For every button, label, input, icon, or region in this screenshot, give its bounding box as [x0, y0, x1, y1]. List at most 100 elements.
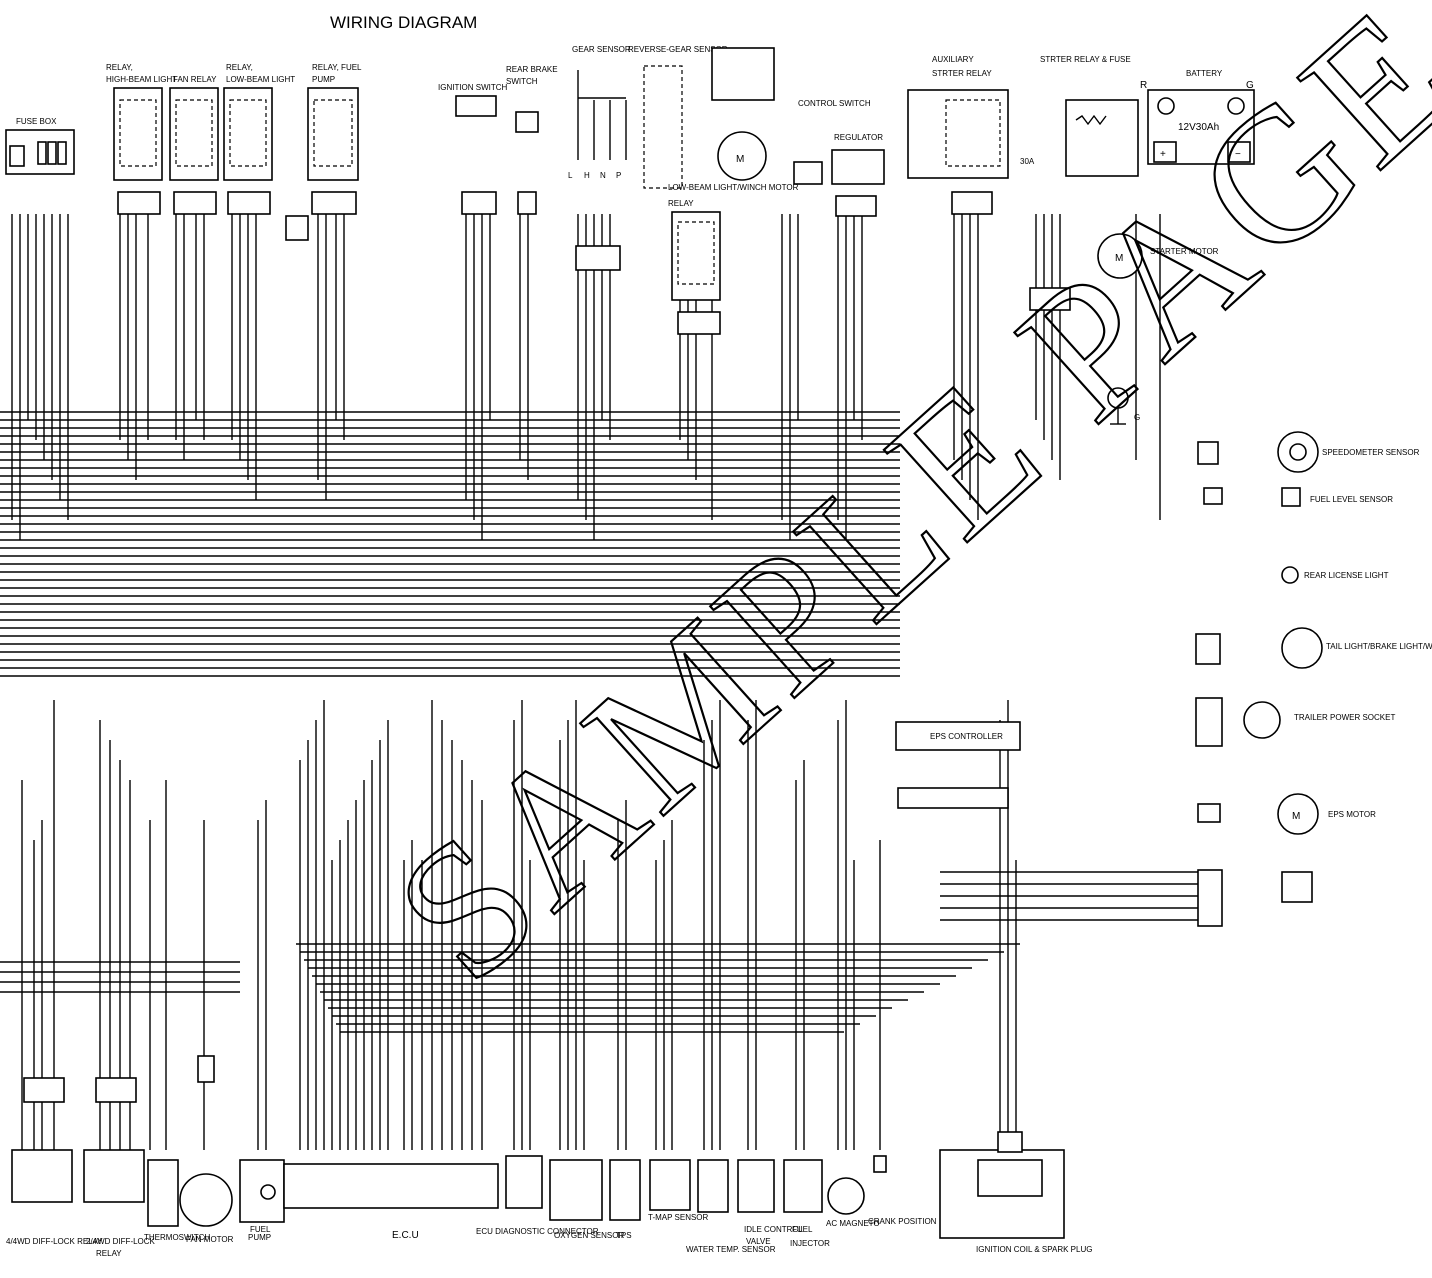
- fuel-injector-label-2: INJECTOR: [790, 1239, 830, 1248]
- battery-label: BATTERY: [1186, 69, 1223, 78]
- horizontal-wire-bus: [0, 411, 1200, 1033]
- thermoswitch: THERMOSWITCH: [144, 1159, 210, 1242]
- ecu-diagnostic-label: ECU DIAGNOSTIC CONNECTOR: [476, 1227, 599, 1236]
- gear-sensor-label: GEAR SENSOR: [572, 45, 631, 54]
- fan-motor: FAN MOTOR: [179, 1055, 234, 1244]
- ignition-coil-label: IGNITION COIL & SPARK PLUG: [976, 1245, 1092, 1254]
- relay-2wd-label-1: 2/4WD DIFF-LOCK: [86, 1237, 156, 1246]
- starter-motor-m: M: [1115, 253, 1123, 264]
- idle-valve-label-2: VALVE: [746, 1237, 771, 1246]
- rear-license-light: REAR LICENSE LIGHT: [1281, 566, 1389, 584]
- oxygen-sensor: OXYGEN SENSOR: [549, 1159, 624, 1240]
- eps-controller: EPS CONTROLLER: [895, 721, 1021, 809]
- winch-motor-m: M: [736, 154, 744, 165]
- tps-label: TPS: [616, 1231, 632, 1240]
- fuse-30a-label: 30A: [1020, 157, 1035, 166]
- relay-2wd: 2/4WD DIFF-LOCK RELAY: [83, 1077, 156, 1258]
- fuel-injector: FUEL INJECTOR: [783, 1159, 830, 1248]
- eps-motor-m: M: [1292, 811, 1300, 822]
- relay-low-beam-label-1: RELAY,: [226, 63, 253, 72]
- rear-brake-switch-label-1: REAR BRAKE: [506, 65, 558, 74]
- rear-brake-switch: REAR BRAKE SWITCH: [506, 65, 558, 215]
- regulator: REGULATOR: [831, 133, 885, 217]
- battery-r: R: [1140, 80, 1147, 91]
- relay-4wd-label: 4/4WD DIFF-LOCK RELAY: [6, 1237, 103, 1246]
- tail-light-label: TAIL LIGHT/BRAKE LIGHT/WARNING LIGHT: [1326, 642, 1432, 651]
- ground-point: G: [1107, 387, 1140, 425]
- fan-motor-label: FAN MOTOR: [186, 1235, 234, 1244]
- starter-relay-fuse: STRTER RELAY & FUSE 30A: [1020, 55, 1139, 177]
- eps-motor: M EPS MOTOR: [1197, 793, 1376, 835]
- crank-position-label: CRANK POSITION: [868, 1217, 937, 1226]
- fuel-injector-label-1: FUEL: [792, 1225, 813, 1234]
- regulator-label: REGULATOR: [834, 133, 883, 142]
- fuel-pump: FUEL PUMP: [239, 1159, 285, 1242]
- fuel-level-sensor-label: FUEL LEVEL SENSOR: [1310, 495, 1393, 504]
- battery-rating: 12V30Ah: [1178, 122, 1219, 133]
- relay-fuel-pump-label-2: PUMP: [312, 75, 335, 84]
- relay-high-beam-label-2: HIGH-BEAM LIGHT: [106, 75, 177, 84]
- fuse-box: FUSE BOX: [5, 117, 75, 175]
- tail-light: TAIL LIGHT/BRAKE LIGHT/WARNING LIGHT: [1195, 627, 1432, 669]
- rear-brake-switch-label-2: SWITCH: [506, 77, 538, 86]
- gear-p: P: [616, 171, 621, 180]
- relay-2wd-label-2: RELAY: [96, 1249, 122, 1258]
- battery-g: G: [1246, 80, 1254, 91]
- control-switch-label: CONTROL SWITCH: [798, 99, 871, 108]
- eps-controller-label: EPS CONTROLLER: [930, 732, 1003, 741]
- svg-text:−: −: [1235, 149, 1241, 160]
- idle-valve-label-1: IDLE CONTROL: [744, 1225, 804, 1234]
- control-switch: CONTROL SWITCH: [793, 99, 871, 185]
- winch-motor: M: [711, 47, 775, 181]
- starter-relay-fuse-label: STRTER RELAY & FUSE: [1040, 55, 1131, 64]
- fan-relay-label: FAN RELAY: [173, 75, 217, 84]
- auxiliary-starter-relay: AUXILIARY STRTER RELAY: [907, 55, 1009, 215]
- tps: TPS: [609, 1159, 641, 1240]
- relay-high-beam: RELAY, HIGH-BEAM LIGHT: [106, 63, 177, 215]
- fuel-pump-label-1: FUEL: [250, 1225, 271, 1234]
- aux-starter-relay-label-1: AUXILIARY: [932, 55, 974, 64]
- gear-h: H: [584, 171, 590, 180]
- ecu-label: E.C.U: [392, 1230, 419, 1241]
- aux-starter-relay-label-2: STRTER RELAY: [932, 69, 992, 78]
- starter-motor: M STARTER MOTOR: [1029, 233, 1219, 311]
- water-temp-sensor: WATER TEMP. SENSOR: [686, 1159, 776, 1254]
- gear-n: N: [600, 171, 606, 180]
- eps-motor-label: EPS MOTOR: [1328, 810, 1376, 819]
- relay-fuel-pump-label-1: RELAY, FUEL: [312, 63, 362, 72]
- ignition-switch-label: IGNITION SWITCH: [438, 83, 508, 92]
- diagram-title: WIRING DIAGRAM: [330, 13, 477, 32]
- relay-fuel-pump: RELAY, FUEL PUMP: [285, 63, 362, 241]
- low-beam-winch-relay-label-2: RELAY: [668, 199, 694, 208]
- ecu: E.C.U: [283, 1163, 499, 1241]
- oxygen-sensor-label: OXYGEN SENSOR: [554, 1231, 624, 1240]
- tmap-sensor-label: T-MAP SENSOR: [648, 1213, 709, 1222]
- ignition-coil: IGNITION COIL & SPARK PLUG: [939, 1131, 1092, 1254]
- thermoswitch-label: THERMOSWITCH: [144, 1233, 210, 1242]
- relay-high-beam-label-1: RELAY,: [106, 63, 133, 72]
- ac-magneto: AC MAGNETO: [826, 1177, 880, 1228]
- ignition-switch: IGNITION SWITCH: [438, 83, 508, 215]
- vertical-wire-bus: [11, 214, 1161, 1150]
- idle-control-valve: IDLE CONTROL VALVE: [737, 1159, 804, 1246]
- svg-text:+: +: [1160, 149, 1166, 160]
- fan-relay: FAN RELAY: [169, 75, 219, 215]
- ecu-diagnostic-connector: ECU DIAGNOSTIC CONNECTOR: [476, 1155, 599, 1236]
- trailer-power-socket: TRAILER POWER SOCKET: [1195, 697, 1395, 747]
- rear-license-light-label: REAR LICENSE LIGHT: [1304, 571, 1389, 580]
- fuse-box-label: FUSE BOX: [16, 117, 57, 126]
- relay-low-beam: RELAY, LOW-BEAM LIGHT: [223, 63, 295, 215]
- tmap-sensor: T-MAP SENSOR: [648, 1159, 709, 1222]
- starter-motor-label: STARTER MOTOR: [1150, 247, 1219, 256]
- fuel-level-sensor: FUEL LEVEL SENSOR: [1203, 487, 1393, 507]
- low-beam-winch-relay-label-1: LOW-BEAM LIGHT/WINCH MOTOR: [668, 183, 799, 192]
- speedometer-sensor: SPEEDOMETER SENSOR: [1197, 431, 1420, 473]
- water-temp-sensor-label: WATER TEMP. SENSOR: [686, 1245, 776, 1254]
- crank-position-sensor: CRANK POSITION: [868, 1155, 937, 1226]
- reverse-gear-sensor-label: REVERSE-GEAR SENSOR: [628, 45, 728, 54]
- gear-sensor: GEAR SENSOR REVERSE-GEAR SENSOR L H N P: [568, 45, 728, 271]
- ac-magneto-label: AC MAGNETO: [826, 1219, 880, 1228]
- battery: BATTERY R G 12V30Ah + −: [1140, 69, 1255, 165]
- relay-low-beam-label-2: LOW-BEAM LIGHT: [226, 75, 295, 84]
